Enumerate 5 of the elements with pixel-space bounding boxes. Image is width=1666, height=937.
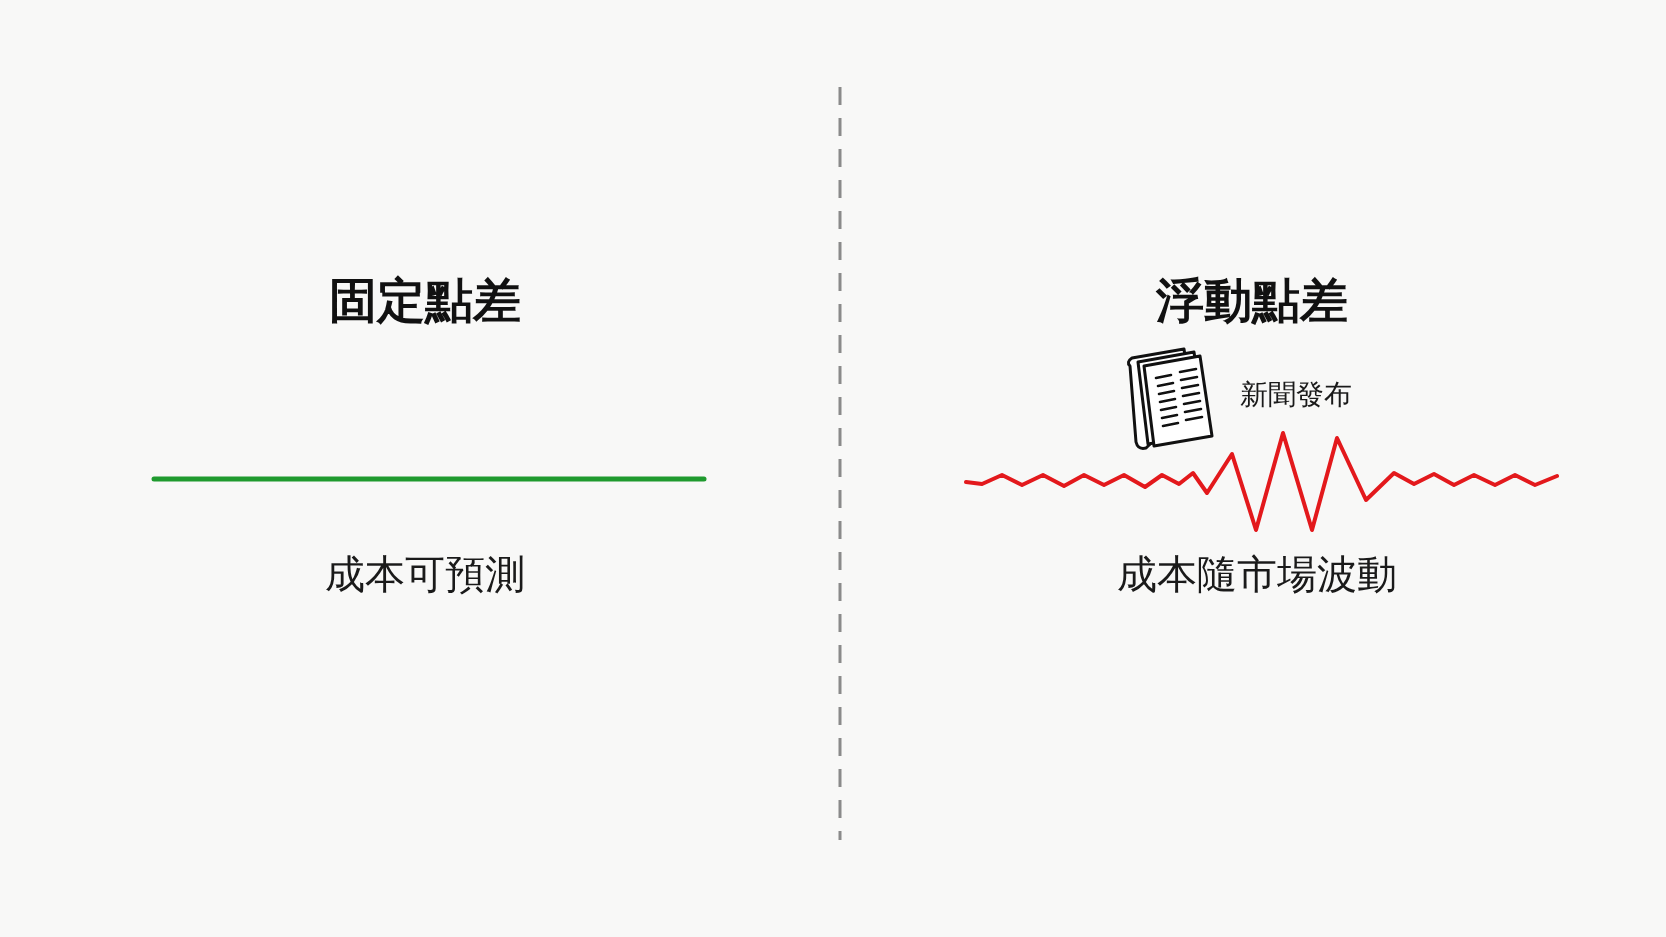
- section-heading: 固定點差: [329, 272, 521, 330]
- event-label: 新聞發布: [1240, 378, 1352, 412]
- description-text: 成本可預測: [325, 550, 525, 598]
- section-heading: 浮動點差: [1156, 272, 1348, 330]
- description-text: 成本隨市場波動: [1117, 550, 1397, 598]
